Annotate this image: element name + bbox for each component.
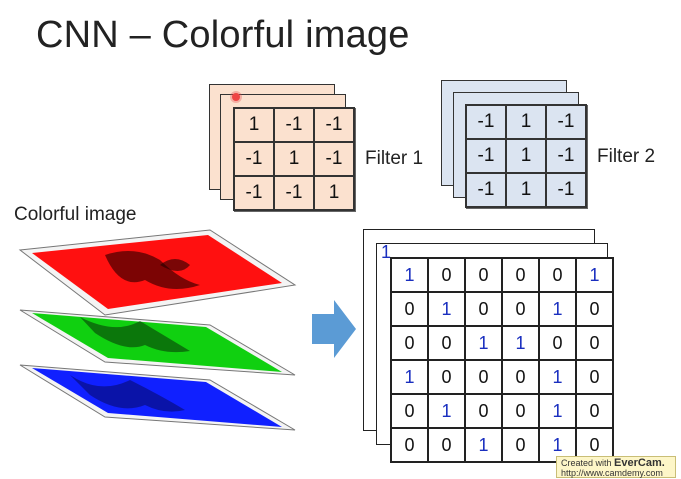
filter1-cell: -1 <box>314 108 354 142</box>
filter1-cell: -1 <box>274 176 314 210</box>
image6-cell: 0 <box>391 326 428 360</box>
image6-cell: 0 <box>502 428 539 462</box>
image6-cell: 0 <box>391 292 428 326</box>
filter2-cell: -1 <box>546 105 586 139</box>
evercam-watermark: Created with EverCam. http://www.camdemy… <box>556 456 676 478</box>
image6-cell: 0 <box>539 326 576 360</box>
image6-cell: 0 <box>428 428 465 462</box>
image6-cell: 0 <box>502 360 539 394</box>
image6-cell: 1 <box>465 326 502 360</box>
filter2-cell: 1 <box>506 105 546 139</box>
watermark-text: Created with <box>561 458 612 468</box>
red-channel-layer <box>18 229 297 316</box>
image6-cell: 0 <box>465 394 502 428</box>
peek-value-1: 1 <box>381 242 392 262</box>
image6-cell: 0 <box>391 394 428 428</box>
watermark-brand: EverCam. <box>614 457 665 469</box>
watermark-url: http://www.camdemy.com <box>561 468 663 478</box>
image6-cell: 0 <box>576 326 613 360</box>
image6-cell: 1 <box>428 292 465 326</box>
filter1-cell: 1 <box>234 108 274 142</box>
filter2-label: Filter 2 <box>597 146 656 167</box>
image6-cell: 0 <box>576 394 613 428</box>
image6-cell: 1 <box>391 258 428 292</box>
image6-cell: 1 <box>391 360 428 394</box>
image6-cell: 1 <box>576 258 613 292</box>
filter1-cell: -1 <box>274 108 314 142</box>
filter2-cell: -1 <box>466 105 506 139</box>
filter1-cell: -1 <box>234 142 274 176</box>
filter2-cell: -1 <box>546 173 586 207</box>
filter2-cell: -1 <box>546 139 586 173</box>
image6-cell: 1 <box>539 360 576 394</box>
image6-cell: 1 <box>539 394 576 428</box>
image6-cell: 0 <box>391 428 428 462</box>
image6-cell: 0 <box>576 360 613 394</box>
filter2-cell: 1 <box>506 173 546 207</box>
filter1-cell: -1 <box>234 176 274 210</box>
filter1-label: Filter 1 <box>365 148 424 169</box>
image6-cell: 0 <box>502 258 539 292</box>
rgb-layers-illustration <box>18 229 297 431</box>
image6-cell: 1 <box>539 292 576 326</box>
image6-cell: 0 <box>465 360 502 394</box>
image6-cell: 0 <box>465 292 502 326</box>
colorful-image-label: Colorful image <box>14 204 137 225</box>
filter1-cell: -1 <box>314 142 354 176</box>
image6-cell: 0 <box>428 360 465 394</box>
image6-cell: 0 <box>428 258 465 292</box>
image6-cell: 0 <box>428 326 465 360</box>
cursor-dot <box>232 93 240 101</box>
green-channel-layer <box>19 309 296 376</box>
image6-cell: 0 <box>465 258 502 292</box>
arrow-icon <box>312 300 356 358</box>
image6-cell: 1 <box>502 326 539 360</box>
image6-cell: 0 <box>539 258 576 292</box>
image6-cell: 1 <box>428 394 465 428</box>
page-title: CNN – Colorful image <box>36 14 410 56</box>
blue-channel-layer <box>19 364 296 431</box>
filter1-cell: 1 <box>314 176 354 210</box>
filter1-cell: 1 <box>274 142 314 176</box>
image6-cell: 0 <box>502 292 539 326</box>
image6-cell: 1 <box>465 428 502 462</box>
filter2-cell: -1 <box>466 173 506 207</box>
filter2-cell: -1 <box>466 139 506 173</box>
filter2-cell: 1 <box>506 139 546 173</box>
image6-cell: 0 <box>502 394 539 428</box>
image6-cell: 0 <box>576 292 613 326</box>
